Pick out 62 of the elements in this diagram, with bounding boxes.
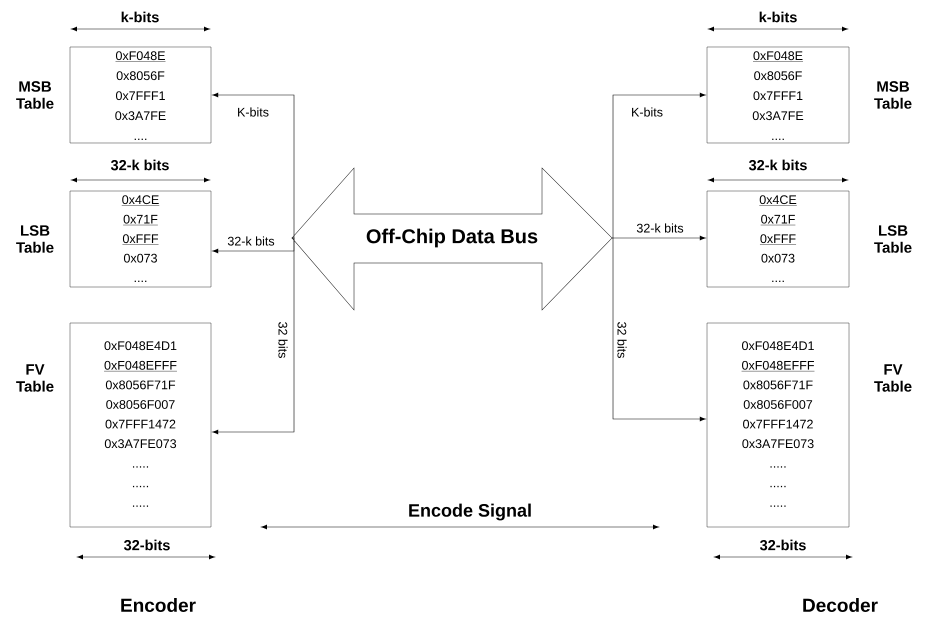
table-entry: 0x4CE [122,195,160,206]
table-entry: 0xF048E [752,51,804,62]
dimension-label: k-bits [122,12,159,22]
table-heading: LSB Table [874,225,912,253]
edge-label: 32 bits [616,320,628,360]
table-entry: 0xF048EFFF [741,360,815,372]
dimension-label: k-bits [760,12,797,22]
edge-label: K-bits [630,106,664,118]
table-entry: .... [772,138,784,140]
table-entry: 0x3A7FE073 [742,439,814,448]
table-entry: 0x3A7FE073 [104,439,176,448]
table-heading: FV Table [874,364,912,392]
arrow [612,238,706,422]
arrow [212,238,294,434]
table-entry: .... [134,138,146,140]
table-entry: .... [134,280,146,282]
dimension-label: 32-k bits [110,160,169,170]
table-entry: ..... [770,486,786,488]
table-entry: 0x71F [760,214,796,226]
table-entry: 0x8056F007 [744,400,812,409]
table-entry: 0x7FFF1472 [743,420,813,429]
table-entry: 0x073 [124,254,157,263]
table-heading: MSB Table [874,81,912,109]
table-entry: 0x073 [761,254,794,263]
table-entry: ..... [132,486,148,488]
table-entry: 0x3A7FE [115,111,166,120]
table-entry: 0xF048E4D1 [742,341,814,350]
table-entry: 0x8056F [116,71,164,80]
edge-label: K-bits [236,106,270,118]
arrow [612,236,706,240]
edge-label: 32-k bits [226,235,276,247]
table-entry: 0xF048E [115,51,166,62]
arrow [612,92,706,238]
table-entry: 0x8056F71F [743,380,813,390]
table-entry: 0x8056F [754,71,802,80]
table-entry: ..... [770,505,786,507]
arrow [212,92,294,238]
edge-label: 32-k bits [635,222,685,234]
table-entry: ..... [132,505,148,507]
table-heading: FV Table [16,364,54,392]
table-entry: 0x71F [122,214,158,226]
table-heading: LSB Table [16,225,54,253]
table-entry: ..... [770,466,786,468]
table-entry: 0x3A7FE [752,111,804,120]
table-entry: 0x7FFF1472 [106,420,176,429]
table-entry: 0xFFF [122,234,159,245]
table-entry: 0xF048EFFF [104,360,178,372]
table-entry: 0x7FFF1 [754,91,802,100]
table-entry: 0xF048E4D1 [104,341,176,350]
table-entry: ..... [132,466,148,468]
dimension-label: 32-k bits [748,160,807,170]
table-heading: MSB Table [16,81,54,109]
table-entry: 0x7FFF1 [116,91,165,100]
section-title: Decoder [803,598,878,612]
table-entry: 0x8056F007 [106,400,175,409]
table-entry: 0x8056F71F [106,380,176,390]
table-entry: 0x4CE [759,195,797,206]
signal-label: Encode Signal [409,504,531,520]
table-entry: .... [772,280,784,282]
table-entry: 0xFFF [760,234,796,245]
section-title: Encoder [121,598,196,612]
edge-label: 32 bits [277,320,289,360]
